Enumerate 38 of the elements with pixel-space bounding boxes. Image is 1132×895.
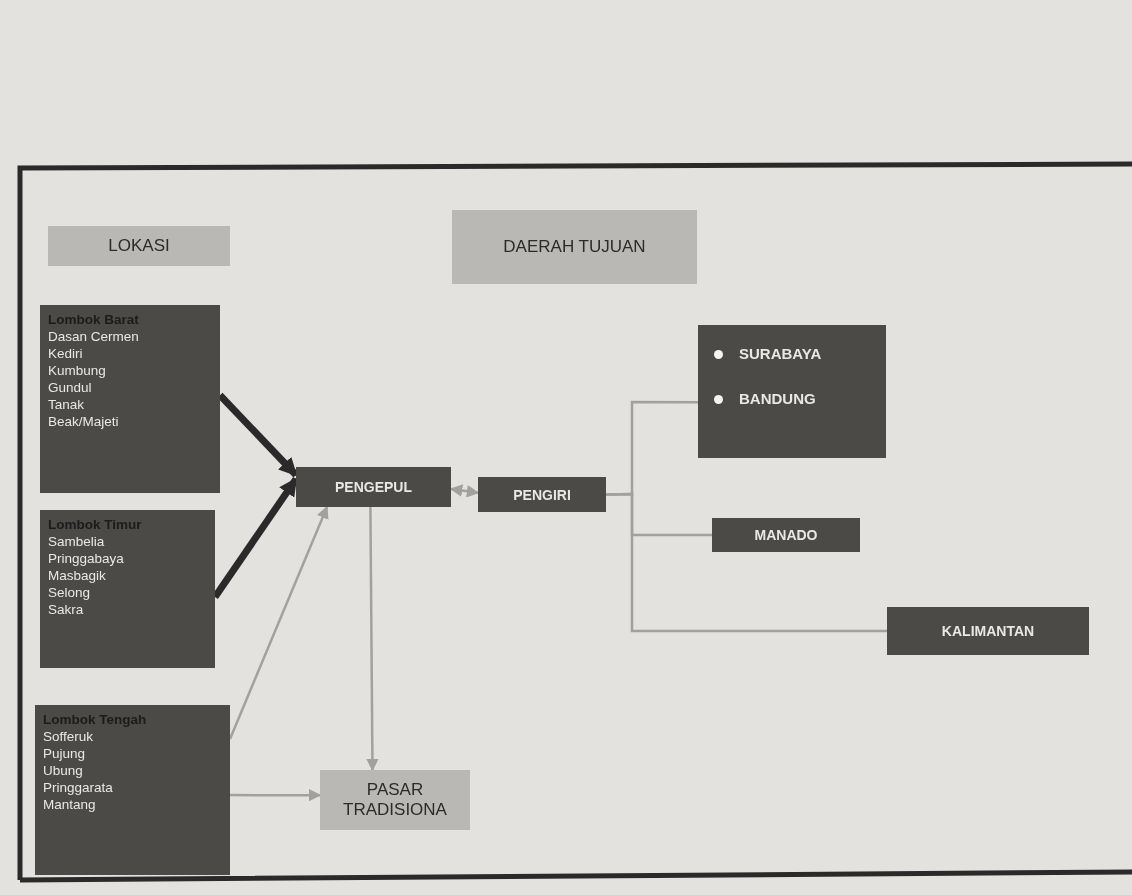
region-box [40, 510, 215, 668]
box-label: PENGEPUL [334, 479, 413, 495]
city-box [698, 325, 886, 458]
place-name: Sakra [48, 601, 85, 618]
place-name: Gundul [48, 379, 93, 396]
market-box [320, 770, 470, 830]
region-box [40, 305, 220, 493]
shipper-box [478, 477, 606, 512]
city-name: BANDUNG [739, 389, 816, 409]
place-name: Kediri [48, 345, 84, 362]
place-name: Sofferuk [43, 728, 95, 745]
place-name: Pringgabaya [48, 550, 125, 567]
destination-box [712, 518, 860, 552]
place-name: Tanak [48, 396, 86, 413]
arrow [366, 507, 379, 772]
place-name: Pujung [43, 745, 87, 762]
place-name: Pringgarata [43, 779, 114, 796]
place-name: Mantang [43, 796, 97, 813]
box-label: MANADO [753, 527, 819, 543]
destination-heading-box [452, 210, 697, 284]
destination-box [887, 607, 1089, 655]
city-name: SURABAYA [739, 345, 822, 364]
box-label: PENGIRI [512, 486, 572, 503]
place-name: Beak/Majeti [48, 413, 120, 430]
place-name: Dasan Cermen [48, 328, 140, 345]
box-label: KALIMANTAN [940, 623, 1036, 639]
place-name: Selong [48, 584, 92, 601]
arrow [230, 788, 322, 802]
place-name: Ubung [43, 762, 84, 779]
box-label: LOKASI [107, 235, 171, 257]
box-label: PASAR TRADISIONA [342, 779, 448, 821]
region-box [35, 705, 230, 875]
location-heading-box [48, 226, 230, 266]
collector-box [296, 467, 451, 507]
place-name: Sambelia [48, 533, 106, 550]
place-name: Kumbung [48, 362, 107, 379]
box-label: DAERAH TUJUAN [502, 236, 647, 258]
place-name: Masbagik [48, 567, 107, 584]
